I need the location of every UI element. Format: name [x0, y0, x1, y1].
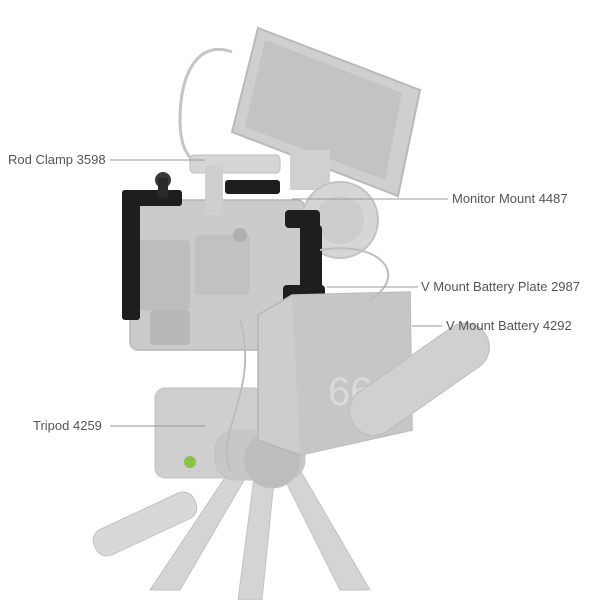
microphone — [349, 322, 490, 436]
rod-clamp — [189, 154, 281, 215]
cables — [225, 247, 390, 471]
label-rod-clamp: Rod Clamp 3598 — [8, 152, 106, 167]
label-monitor-mount: Monitor Mount 4487 — [452, 191, 568, 206]
monitor — [178, 26, 422, 198]
label-v-mount-battery: V Mount Battery 4292 — [446, 318, 572, 333]
callout-lines — [110, 159, 448, 427]
label-v-mount-battery-plate: V Mount Battery Plate 2987 — [421, 279, 580, 294]
label-tripod: Tripod 4259 — [33, 418, 102, 433]
